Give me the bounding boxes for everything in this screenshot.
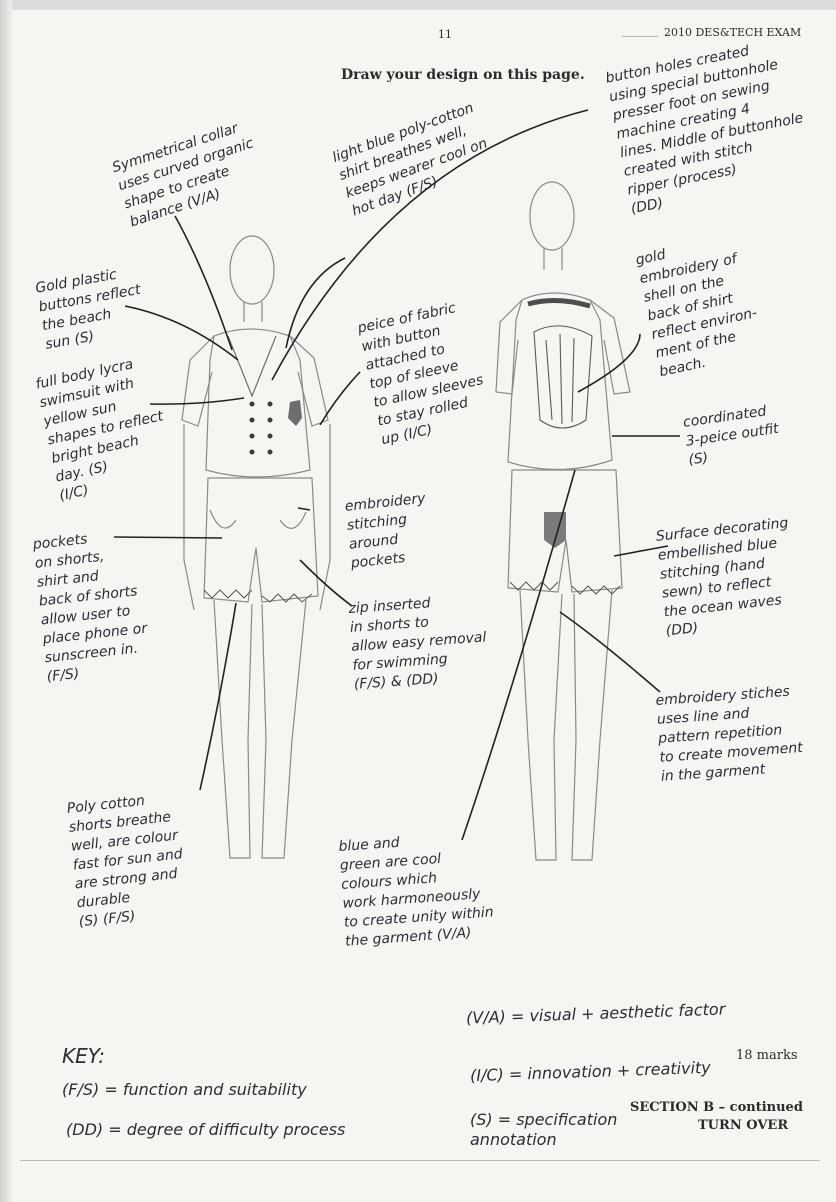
annotation-blue-green: blue and green are cool colours which wo… [338, 828, 496, 952]
back-shell-embroidery [534, 326, 592, 428]
turn-over-label: TURN OVER [698, 1118, 788, 1133]
annotation-pockets: pockets on shorts, shirt and back of sho… [32, 525, 152, 687]
annotation-embroidery-pockets: embroidery stitching around pockets [344, 490, 432, 574]
section-label: SECTION B – continued [630, 1100, 803, 1115]
front-figure [182, 236, 330, 858]
front-wave-stitching [204, 590, 312, 602]
key-item-fs: (F/S) = function and suitability [62, 1080, 307, 1099]
front-buttons [250, 402, 273, 455]
back-collar-band [528, 300, 590, 306]
annotation-poly-cotton-shorts: Poly cotton shorts breathe well, are col… [66, 788, 190, 932]
annotation-zip: zip inserted in shorts to allow easy rem… [348, 591, 490, 695]
back-wave-stitching [510, 582, 620, 594]
key-title: KEY: [62, 1044, 105, 1068]
annotation-surface-decorating: Surface decorating embellished blue stit… [655, 514, 799, 641]
marks-label: 18 marks [736, 1048, 798, 1063]
leader-lines [114, 110, 680, 840]
key-item-s: (S) = specification annotation [470, 1110, 617, 1150]
pocket-shell-badge [288, 400, 302, 426]
key-item-dd: (DD) = degree of difficulty process [66, 1120, 345, 1139]
bottom-page-edge [20, 1160, 820, 1161]
annotation-embroidery-stitches: embroidery stiches uses line and pattern… [655, 682, 805, 787]
